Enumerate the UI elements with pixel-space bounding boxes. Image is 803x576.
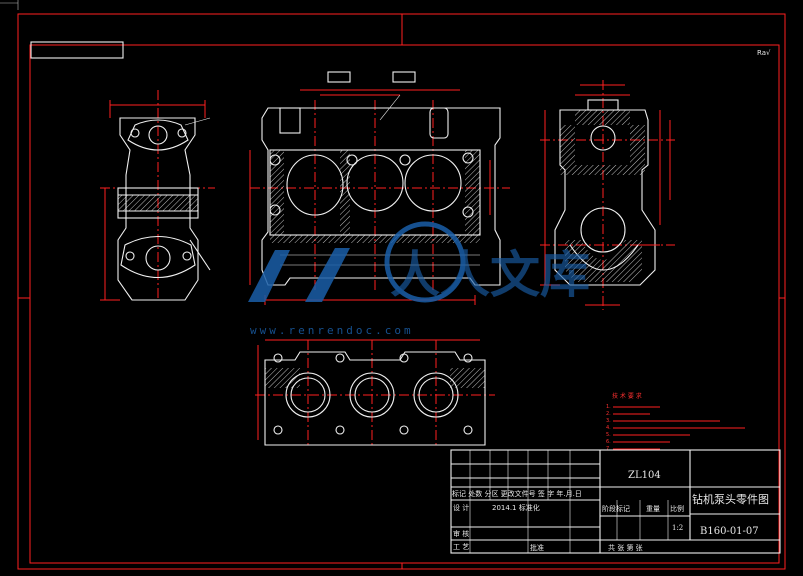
scale-value: 1:2	[672, 524, 683, 532]
drawing-number: B160-01-07	[700, 526, 759, 537]
tech-req-item: 6.	[606, 439, 611, 445]
process-label: 工 艺	[453, 543, 469, 551]
tech-req-item: 7.	[606, 446, 611, 452]
drawing-code-box	[30, 41, 124, 59]
tech-req-heading: 技 术 要 求	[612, 392, 642, 400]
stage-mark-header: 阶段标记	[602, 504, 630, 513]
front-section-view	[249, 71, 501, 305]
title-block: ZL104 钻机泵头零件图 B160-01-07 标记 处数 分区 更改文件号 …	[450, 449, 781, 554]
standardization-label: 2014.1 标准化	[492, 503, 540, 512]
tech-req-item: 1.	[606, 404, 611, 410]
scale-header: 比例	[670, 504, 684, 513]
watermark-brand: 人人文库	[390, 246, 590, 304]
tech-req-item: 5.	[606, 432, 611, 438]
weight-header: 重量	[646, 505, 660, 513]
surface-roughness-mark: Ra√	[757, 49, 771, 57]
sheet-count: 共 张 第 张	[608, 543, 643, 552]
technical-requirements: 技 术 要 求 1. 2. 3. 4. 5. 6. 7.	[606, 392, 745, 452]
tech-req-item: 4.	[606, 425, 611, 431]
approve-label: 批准	[530, 543, 544, 552]
bottom-plan-view	[257, 339, 486, 446]
drawing-title: 钻机泵头零件图	[692, 492, 769, 506]
tech-req-item: 2.	[606, 411, 611, 417]
material-label: ZL104	[628, 470, 661, 481]
revision-row-header: 标记 处数 分区 更改文件号 签 字 年.月.日	[452, 489, 582, 498]
reviewer-label: 审 核	[453, 529, 469, 538]
sheet-border	[0, 0, 786, 570]
watermark: 人人文库 www.renrendoc.com	[248, 221, 590, 337]
left-side-view	[100, 100, 211, 301]
right-section-view	[540, 84, 671, 306]
tech-req-item: 3.	[606, 418, 611, 424]
watermark-url: www.renrendoc.com	[250, 324, 414, 337]
designer-label: 设 计	[453, 503, 469, 512]
watermark-logo-icon	[384, 221, 466, 303]
